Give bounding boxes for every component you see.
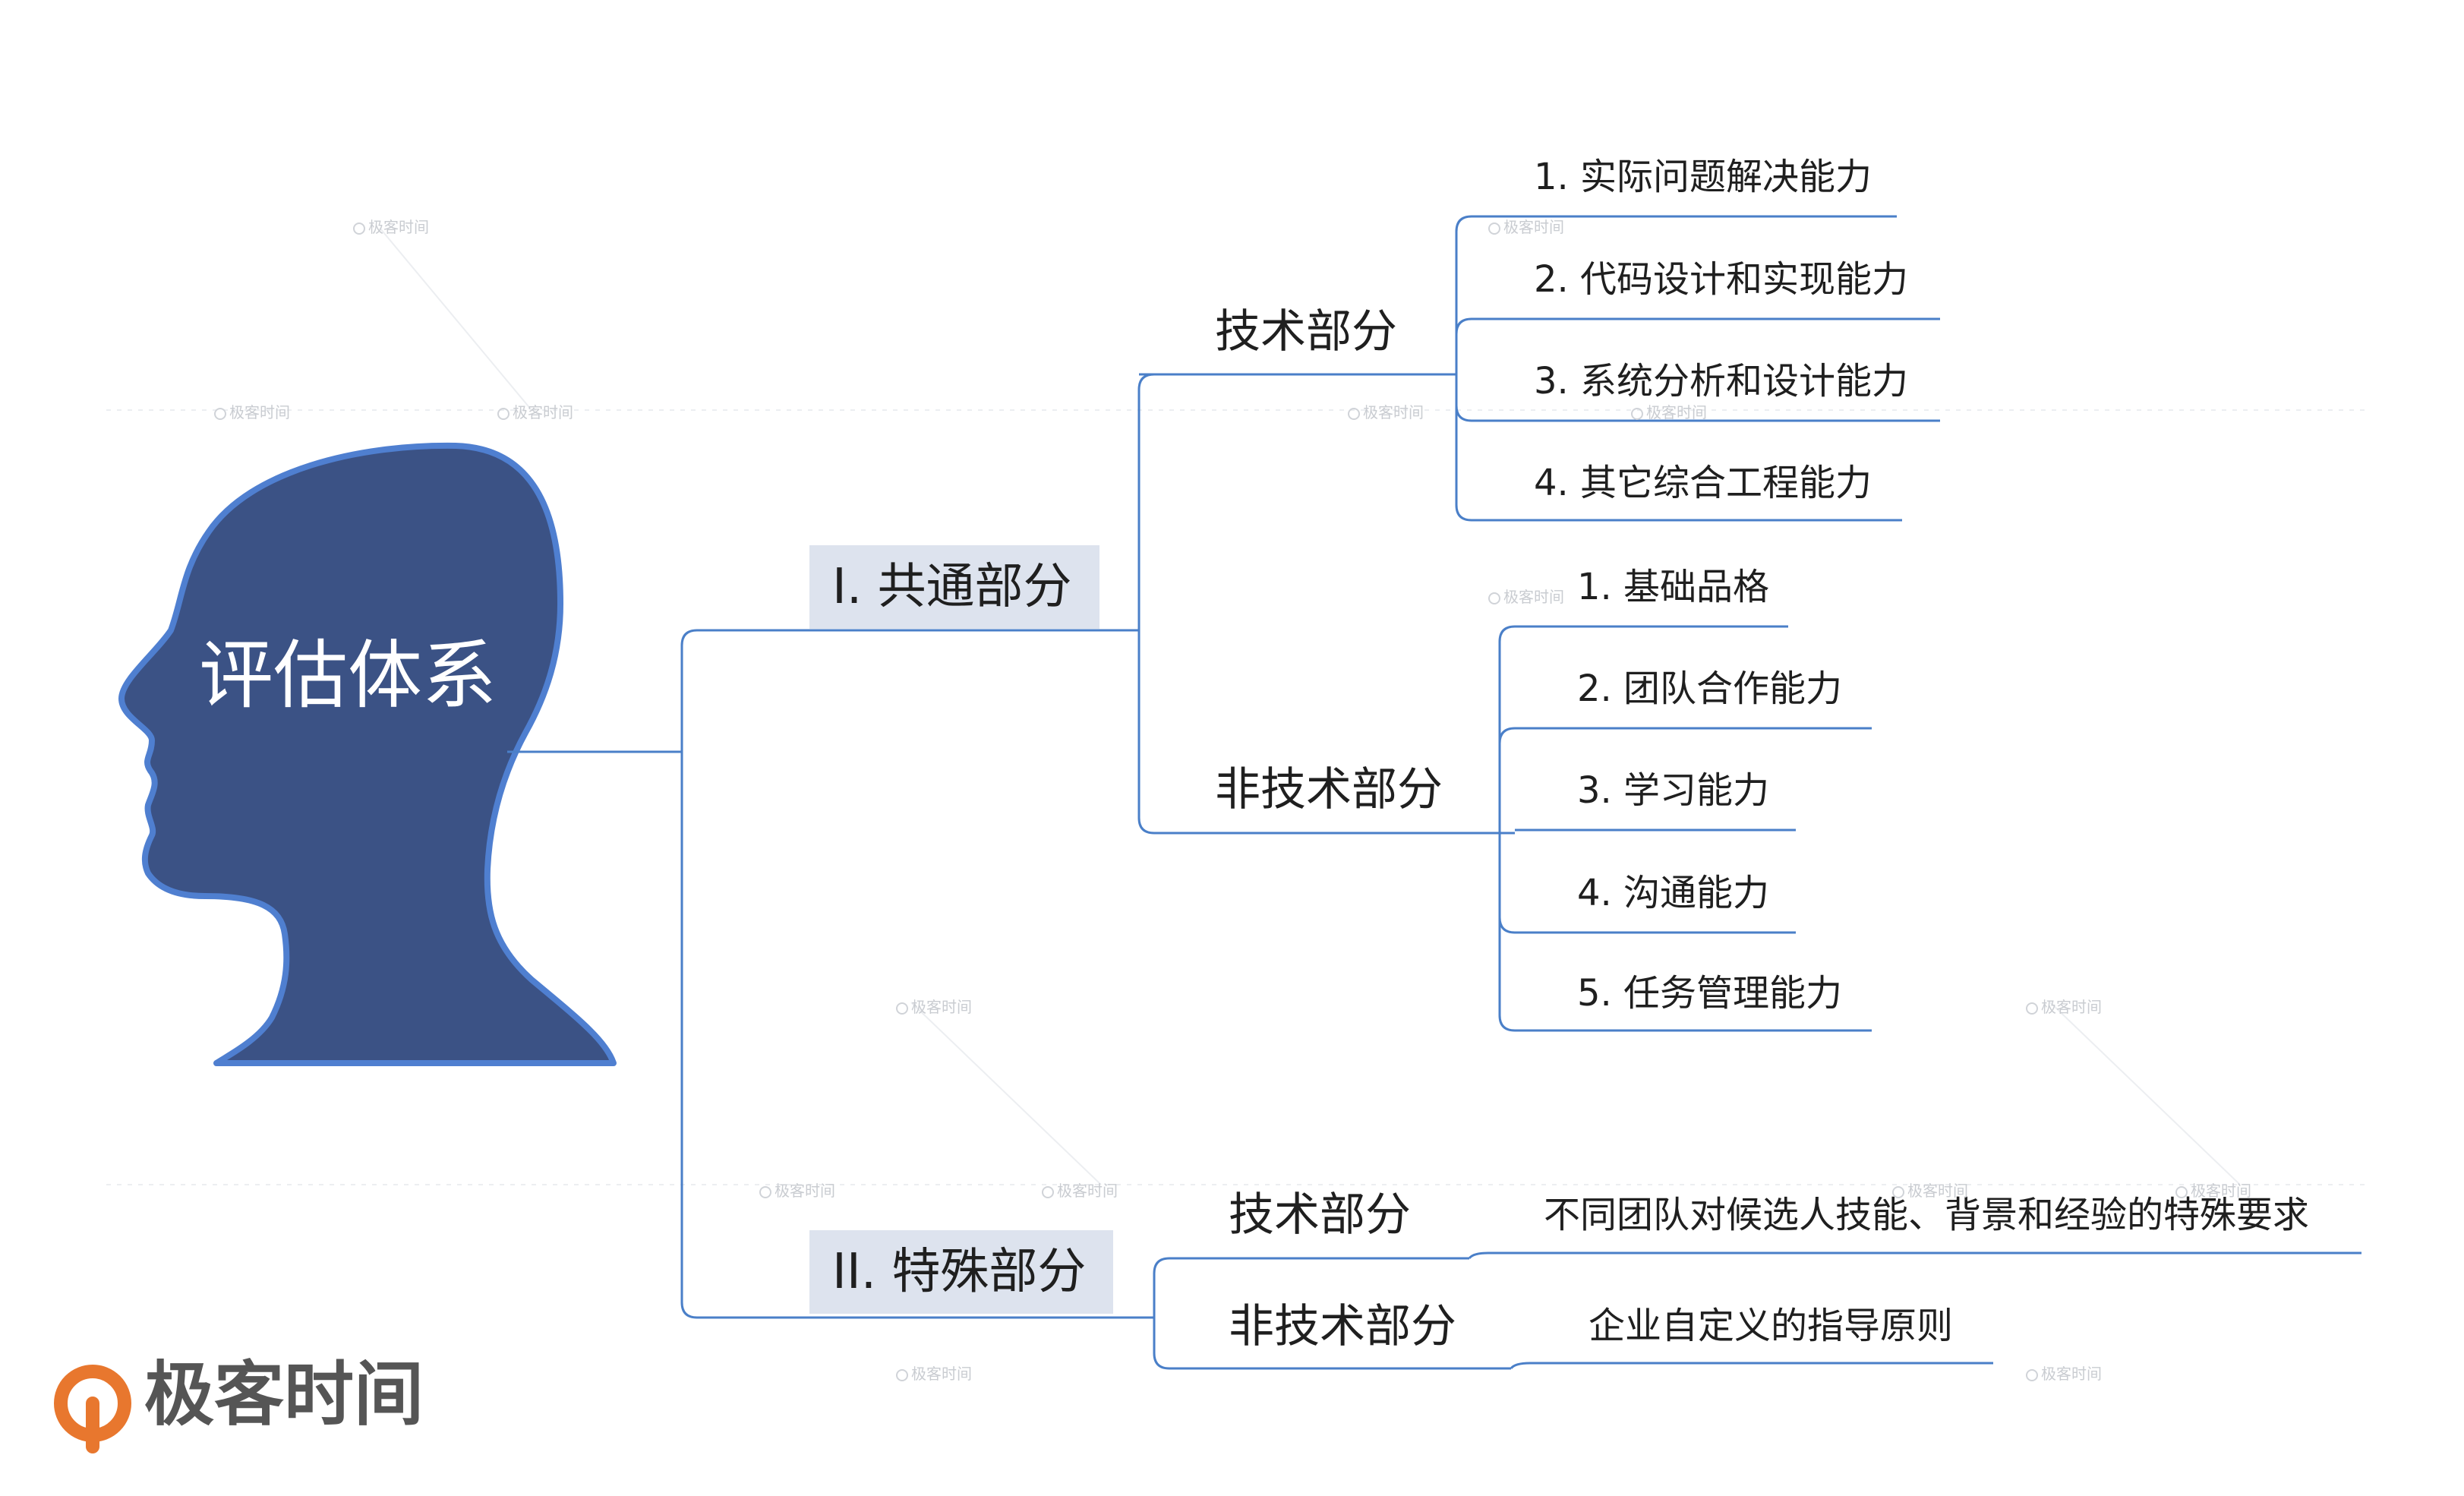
branch-special[interactable]: II. 特殊部分 <box>809 1230 1114 1314</box>
watermark: 极客时间 <box>896 1362 972 1384</box>
leaf-common-nontech-2[interactable]: 2. 团队合作能力 <box>1577 668 1843 710</box>
leaf-common-nontech-5[interactable]: 5. 任务管理能力 <box>1577 972 1843 1015</box>
leaf-common-nontech-3[interactable]: 3. 学习能力 <box>1577 769 1770 812</box>
watermark: 极客时间 <box>353 215 429 237</box>
watermark: 极客时间 <box>2026 995 2102 1017</box>
special-tech-label[interactable]: 技术部分 <box>1229 1188 1411 1242</box>
connectors <box>507 215 2361 1370</box>
special-nontech-label[interactable]: 非技术部分 <box>1229 1300 1456 1353</box>
brand-logo-icon <box>54 1365 131 1453</box>
watermark: 极客时间 <box>1488 215 1564 237</box>
center-title: 评估体系 <box>199 633 497 719</box>
watermark-guides <box>106 227 2369 1185</box>
leaf-common-tech-3[interactable]: 3. 系统分析和设计能力 <box>1534 360 1909 402</box>
watermark: 极客时间 <box>896 995 972 1017</box>
watermark: 极客时间 <box>1348 400 1424 422</box>
leaf-common-tech-2[interactable]: 2. 代码设计和实现能力 <box>1534 258 1909 301</box>
watermark: 极客时间 <box>214 400 290 422</box>
watermark: 极客时间 <box>1631 400 1707 422</box>
watermark: 极客时间 <box>1488 585 1564 607</box>
leaf-special-tech-1[interactable]: 不同团队对候选人技能、背景和经验的特殊要求 <box>1544 1194 2310 1236</box>
brand-name: 极客时间 <box>144 1354 424 1435</box>
leaf-common-tech-4[interactable]: 4. 其它综合工程能力 <box>1534 462 1872 504</box>
common-nontech-label[interactable]: 非技术部分 <box>1215 763 1443 816</box>
watermark: 极客时间 <box>2175 1179 2251 1201</box>
leaf-common-tech-1[interactable]: 1. 实际问题解决能力 <box>1534 156 1872 198</box>
branch-common[interactable]: I. 共通部分 <box>809 545 1099 629</box>
head-silhouette <box>118 442 617 1066</box>
watermark: 极客时间 <box>1042 1179 1118 1201</box>
watermark: 极客时间 <box>759 1179 835 1201</box>
watermark: 极客时间 <box>1892 1179 1968 1201</box>
watermark: 极客时间 <box>2026 1362 2102 1384</box>
watermark: 极客时间 <box>497 400 573 422</box>
leaf-common-nontech-4[interactable]: 4. 沟通能力 <box>1577 872 1770 914</box>
leaf-special-nontech-1[interactable]: 企业自定义的指导原则 <box>1589 1305 1954 1347</box>
leaf-common-nontech-1[interactable]: 1. 基础品格 <box>1577 566 1770 608</box>
common-tech-label[interactable]: 技术部分 <box>1215 305 1397 358</box>
